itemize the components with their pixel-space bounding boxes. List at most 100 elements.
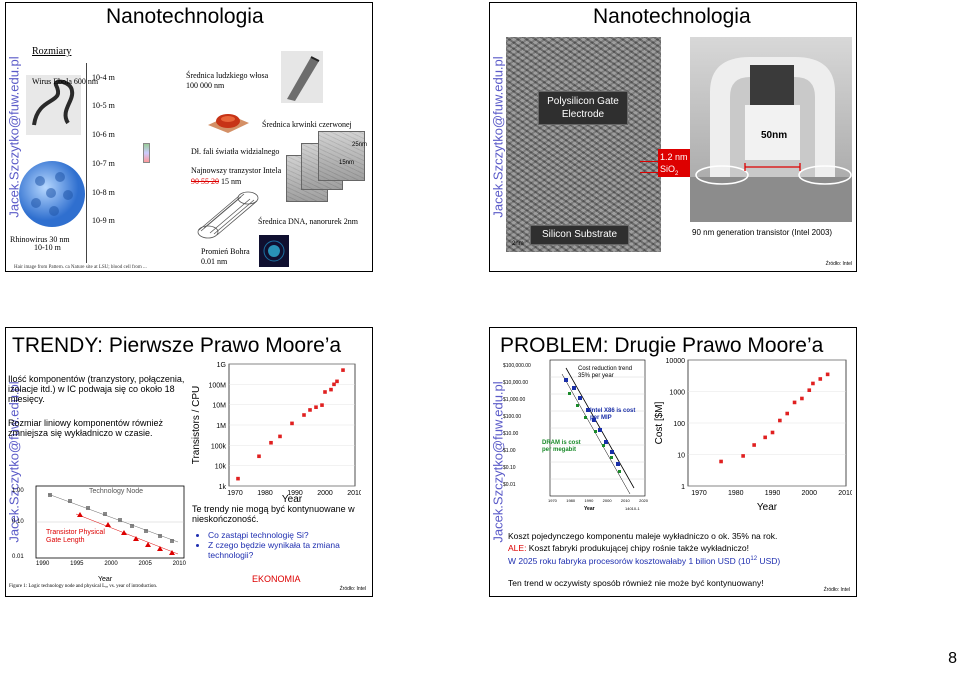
source: Źródło: Intel (825, 261, 852, 267)
data-point (335, 379, 339, 384)
blood-label: Średnica krwinki czerwonej (262, 120, 352, 129)
left-chart-xlabel: Year (584, 506, 595, 512)
light-label: Dł. fali światła widzialnego (191, 147, 280, 156)
note-dram: DRAM is cost per megabit (542, 440, 581, 453)
transistor-cross-section (690, 37, 852, 222)
scale-bar-label: 2nm (512, 241, 524, 247)
scale-label: 10-6 m (92, 130, 115, 139)
data-point (825, 372, 830, 377)
transistor-sizes: 90 55 20 15 nm (191, 177, 241, 186)
y-tick-label: 100M (208, 382, 226, 389)
data-point (792, 400, 797, 405)
x-tick-label: 2000 (801, 490, 817, 497)
x-tick-label: 1970 (227, 490, 243, 497)
oxide-material: SiO2 (660, 164, 679, 177)
x-tick-label: 2010 (347, 490, 361, 497)
tem-image-3 (318, 131, 365, 181)
data-point (811, 381, 815, 386)
y-tick-label: 1k (219, 484, 227, 491)
y-tick-label: 100 (673, 421, 685, 428)
fab-cost-chart: 11010010001000019701980199020002010YearC… (652, 356, 854, 516)
text-line-2: ALE: Koszt fabryki produkującej chipy ro… (508, 543, 749, 553)
small-chart-xlabel: Year (98, 576, 113, 583)
slide-title: PROBLEM: Drugie Prawo Moore’a (500, 334, 824, 357)
tem-label-15nm: 15nm (339, 160, 355, 166)
data-point (770, 430, 775, 435)
surface-plot-image (206, 103, 251, 135)
small-chart-ytick: 0.10 (12, 519, 24, 525)
y-tick-label: 10k (215, 464, 227, 471)
text-components: Ilość komponentów (tranzystory, połączen… (8, 374, 185, 404)
data-point (314, 405, 318, 410)
text-line-1: Koszt pojedynczego komponentu maleje wyk… (508, 531, 778, 541)
y-axis-label: Transistors / CPU (191, 386, 202, 465)
substrate-label: Silicon Substrate (530, 225, 629, 245)
text-linear-size: Rozmiar liniowy komponentów również zmni… (8, 418, 164, 438)
slide-moore-second: Jacek.Szczytko@fuw.edu.pl PROBLEM: Drugi… (489, 327, 857, 597)
bullet-list: Co zastąpi technologię Si? Z czego będzi… (196, 530, 372, 560)
logic-node-chart (8, 484, 188, 584)
visible-spectrum-marker (143, 143, 150, 163)
slide-transistor-tem: Jacek.Szczytko@fuw.edu.pl Nanotechnologi… (489, 2, 857, 272)
y-tick-label: 1G (217, 362, 226, 369)
nanotube-image (196, 188, 261, 243)
tem-lattice-image (506, 37, 661, 252)
bullet-item: Z czego będzie wynikała ta zmiana techno… (208, 540, 372, 560)
rhinovirus-image (16, 155, 88, 233)
x-tick-label: 1990 (287, 490, 303, 497)
bullet-item: Co zastąpi technologię Si? (208, 530, 372, 540)
atom-image (259, 235, 289, 267)
x-tick-label: 2010 (838, 490, 852, 497)
data-point (302, 413, 306, 417)
x-tick-label: 1990 (765, 490, 781, 497)
data-point (752, 443, 756, 447)
data-point (329, 387, 333, 392)
scale-label: 10-9 m (92, 216, 115, 225)
transistor-count-chart: 1k10k100k1M10M100M1G19701980199020002010… (191, 360, 363, 506)
x-tick-label: 2000 (317, 490, 333, 497)
watermark-vertical: Jacek.Szczytko@fuw.edu.pl (490, 56, 506, 218)
rhino-label: Rhinowirus 30 nm (10, 235, 70, 244)
data-point (308, 408, 312, 412)
cost-per-function-chart (506, 358, 648, 514)
data-point (818, 377, 823, 381)
series-gate-label: Transistor Physical Gate Length (46, 529, 105, 544)
y-tick-label: 10000 (666, 358, 686, 365)
note-intel: Intel X86 is cost per MIP (590, 408, 636, 421)
data-point (236, 476, 240, 481)
slide-title: Nanotechnologia (106, 5, 264, 28)
page-number: 8 (948, 650, 957, 667)
data-point (741, 454, 745, 458)
data-point (278, 434, 282, 439)
data-point (332, 382, 336, 387)
data-point (290, 421, 294, 426)
tem-label-25nm: 25nm (352, 142, 368, 148)
data-point (719, 459, 723, 464)
figure-caption: Figure 1: Logic technology node and phys… (9, 584, 158, 589)
series-node-label: Technology Node (88, 488, 144, 495)
text-line-3: W 2025 roku fabryka procesorów kosztował… (508, 556, 781, 566)
conclusion: Te trendy nie mogą być kontynuowane w ni… (192, 504, 355, 524)
scale-label: 10-7 m (92, 159, 115, 168)
hair-image (281, 51, 323, 103)
slide-moore-first: Jacek.Szczytko@fuw.edu.pl TRENDY: Pierws… (5, 327, 373, 597)
scale-label: 10-4 m (92, 73, 115, 82)
left-chart-yticks: $100,000.00$10,000.00$1,000.00$100.00 $1… (503, 363, 531, 488)
bohr-label: Promień Bohra 0.01 nm (201, 247, 250, 266)
slide-title: Nanotechnologia (593, 5, 751, 28)
subtitle: Rozmiary (32, 46, 72, 57)
source: Źródło: Intel (823, 587, 850, 593)
data-point (763, 435, 767, 440)
y-tick-label: 10M (212, 403, 226, 410)
small-chart-ytick: 0.01 (12, 554, 24, 560)
data-point (257, 454, 261, 459)
source: Źródło: Intel (339, 586, 366, 592)
slide-title: TRENDY: Pierwsze Prawo Moore’a (12, 334, 342, 357)
left-chart-code: 14010-1 (625, 506, 640, 511)
scale-axis (86, 63, 137, 263)
y-tick-label: 1M (216, 423, 226, 430)
data-point (323, 390, 327, 394)
x-tick-label: 1970 (691, 490, 707, 497)
dna-label: Średnica DNA, nanorurek 2nm (258, 217, 358, 226)
